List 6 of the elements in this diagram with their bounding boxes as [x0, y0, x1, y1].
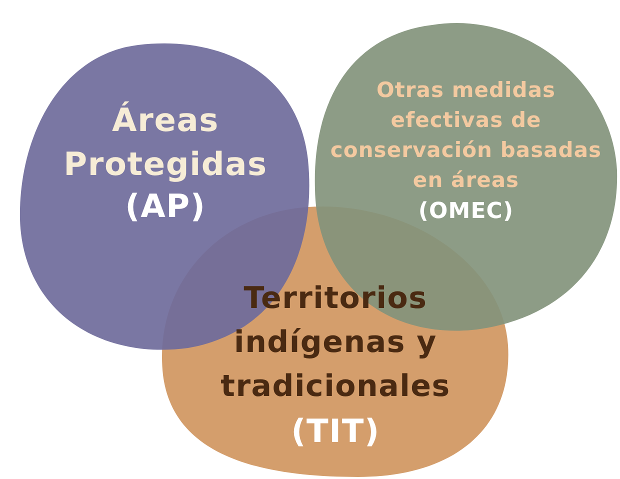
abbreviation-label: (TIT) — [291, 411, 380, 452]
abbreviation-label: (OMEC) — [418, 198, 514, 226]
venn-label: Territorios indígenas y tradicionales — [220, 280, 452, 406]
venn-label: Otras medidas efectivas de conservación basadas en áreas — [329, 77, 603, 194]
venn-label: Áreas Protegidas — [62, 100, 268, 185]
abbreviation-label: (AP) — [125, 186, 206, 226]
